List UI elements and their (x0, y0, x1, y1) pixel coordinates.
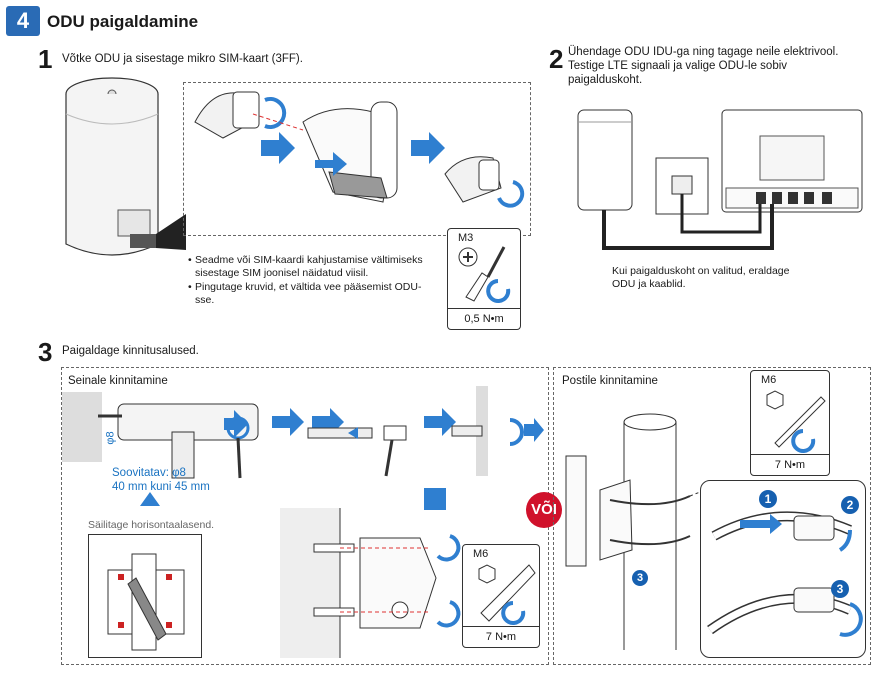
screw-size-label: M6 (761, 374, 777, 386)
step1-note-2: •Pingutage kruvid, et vältida vee pääsem… (188, 281, 422, 306)
odu-idu-connection-illustration (577, 109, 863, 250)
screw-size-label: M3 (458, 232, 474, 244)
pole-mount-title: Postile kinnitamine (562, 375, 658, 387)
page-title: ODU paigaldamine (47, 12, 199, 31)
wrench-icon (478, 564, 536, 625)
sim-insertion-panel (183, 82, 531, 236)
template-marking-illustration (107, 553, 185, 651)
torque-value: 0,5 N•m (448, 308, 520, 329)
m3-torque-box: M3 0,5 N•m (447, 228, 521, 330)
odu-device-illustration (65, 77, 186, 256)
pole-mount-panel (553, 367, 871, 665)
level-hint: Säilitage horisontaalasend. (88, 519, 215, 531)
sim-insertion-illustration (194, 91, 525, 208)
wall-m6-torque-box: M6 7 N•m (462, 544, 540, 648)
wall-drilling-illustration (62, 386, 544, 479)
callout-3: 3 (831, 580, 849, 598)
drill-diameter-label: φ8 (104, 431, 117, 445)
step3-number: 3 (38, 337, 53, 367)
step2-number: 2 (549, 44, 564, 74)
callout-2: 2 (841, 496, 859, 514)
section-badge: 4 (6, 6, 40, 36)
screw-size-label: M6 (473, 548, 489, 560)
or-badge: VÕI (526, 492, 562, 528)
pole-detail-box (700, 480, 866, 658)
callout-1: 1 (759, 490, 777, 508)
step1-note-1: •Seadme või SIM-kaardi kahjustamise vält… (188, 254, 423, 279)
step2-text: Ühendage ODU IDU-ga ning tagage neile el… (568, 46, 839, 86)
allen-key-icon (766, 390, 826, 453)
callout-3-left: 3 (632, 570, 648, 586)
wall-bracket-illustration (280, 508, 461, 658)
pole-m6-torque-box: M6 7 N•m (750, 370, 830, 476)
torque-value: 7 N•m (751, 454, 829, 475)
pole-bracket-illustration (565, 413, 711, 650)
wall-mount-title: Seinale kinnitamine (68, 375, 168, 387)
step1-text: Võtke ODU ja sisestage mikro SIM-kaart (… (62, 53, 303, 65)
torque-value: 7 N•m (463, 626, 539, 647)
down-arrow (140, 492, 160, 506)
template-illustration-box (88, 534, 202, 658)
down-arrow-large (424, 488, 446, 510)
screwdriver-icon (458, 246, 511, 303)
hose-clamp-detail-illustration (707, 511, 863, 637)
step1-number: 1 (38, 44, 53, 74)
step3-text: Paigaldage kinnitusalused. (62, 345, 199, 357)
